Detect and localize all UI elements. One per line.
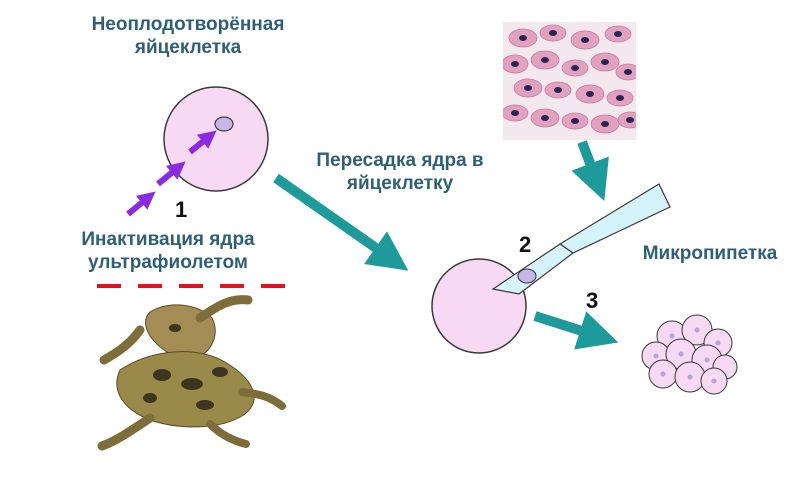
blastula-cluster xyxy=(641,314,738,395)
donor-nucleus xyxy=(517,268,537,284)
egg-nucleus xyxy=(214,116,234,132)
unfertilized-egg xyxy=(163,86,269,192)
arrow-to-recipient-egg xyxy=(273,173,409,271)
micropipette xyxy=(491,183,671,295)
arrow-to-embryo xyxy=(533,311,619,350)
frog-illustration xyxy=(97,295,286,451)
recipient-egg xyxy=(431,258,527,354)
uv-arrows xyxy=(126,130,217,217)
step-2-number: 2 xyxy=(519,232,532,257)
blood-smear-photo xyxy=(503,22,636,140)
micropipette-label: Микропипетка xyxy=(642,243,778,264)
step-1-number: 1 xyxy=(175,197,188,222)
arrow-blood-to-pipette xyxy=(571,140,609,202)
step-3-number: 3 xyxy=(586,288,599,313)
